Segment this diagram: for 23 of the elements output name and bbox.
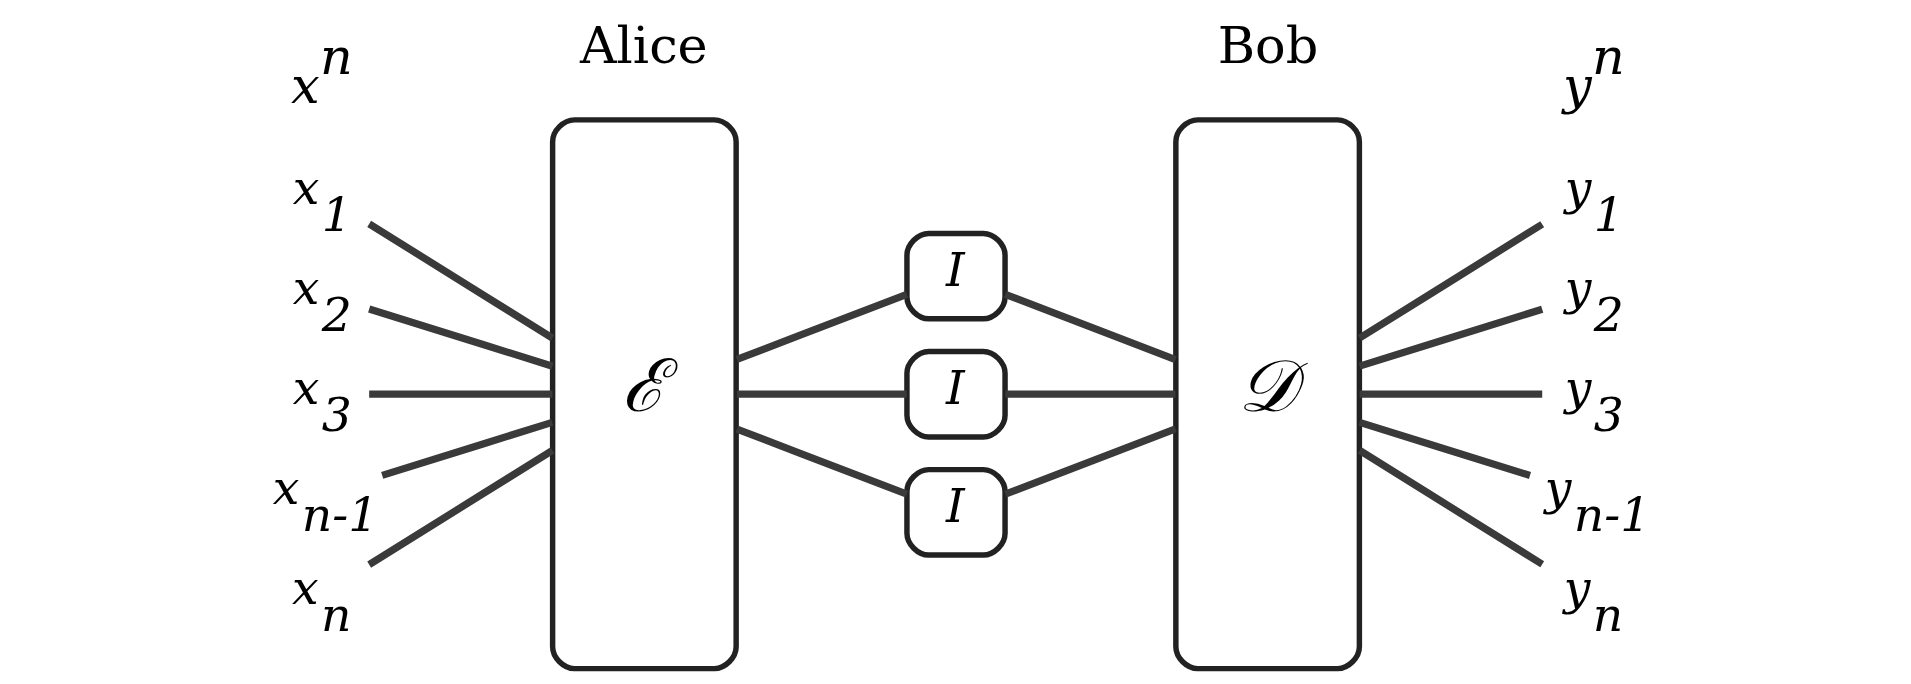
label: Alice bbox=[579, 16, 708, 76]
connector bbox=[1358, 418, 1531, 479]
connector bbox=[380, 418, 553, 479]
connector bbox=[1358, 305, 1543, 370]
connector bbox=[368, 390, 552, 398]
connector bbox=[1003, 425, 1177, 498]
label: Bob bbox=[1217, 16, 1318, 76]
connector bbox=[1003, 290, 1177, 363]
connector bbox=[735, 425, 908, 498]
node-box: 𝒟 bbox=[1172, 117, 1362, 672]
connector bbox=[1357, 447, 1544, 568]
node-box: I bbox=[903, 348, 1008, 440]
node-box: I bbox=[903, 230, 1008, 322]
connector bbox=[366, 220, 554, 342]
node-box: I bbox=[903, 466, 1008, 558]
connector bbox=[366, 447, 554, 568]
connector bbox=[1357, 221, 1544, 342]
connector bbox=[367, 305, 554, 370]
connector bbox=[736, 390, 907, 398]
node-box: ℰ bbox=[549, 117, 739, 672]
connector bbox=[1359, 390, 1542, 398]
connector bbox=[1004, 390, 1175, 398]
connector bbox=[735, 290, 908, 363]
